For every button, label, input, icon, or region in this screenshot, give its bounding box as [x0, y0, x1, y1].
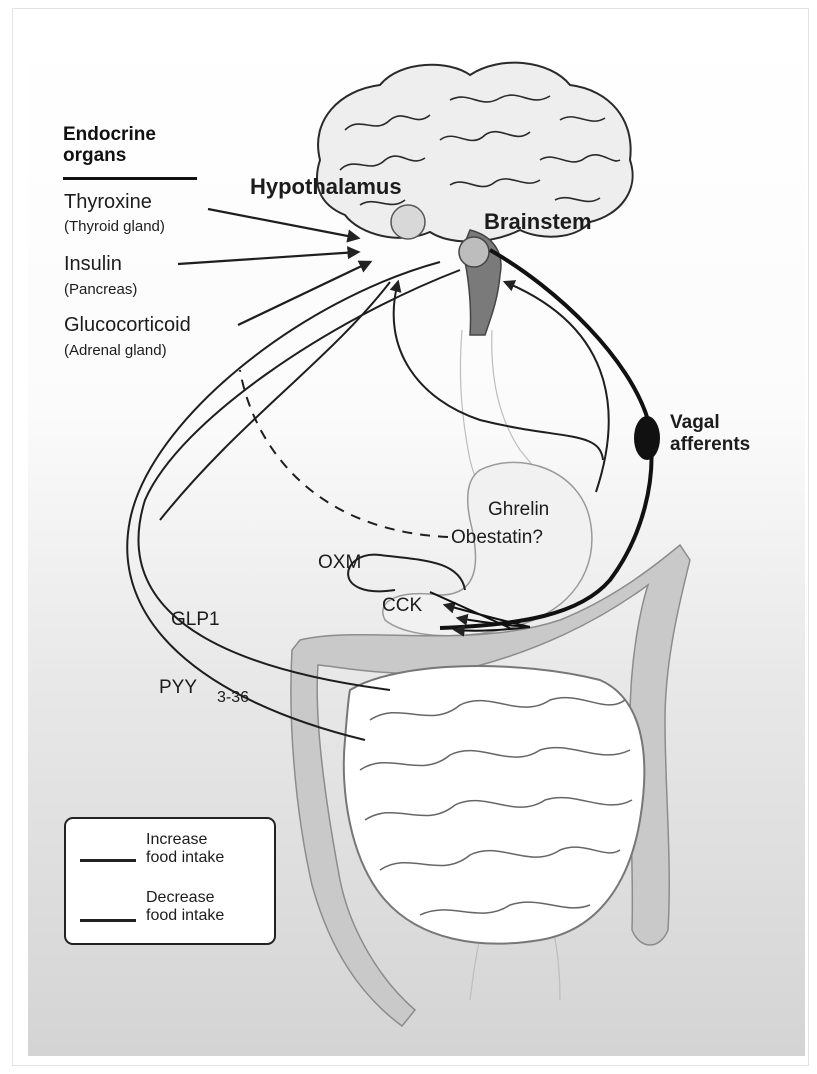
- legend-increase-text: Increase food intake: [146, 831, 224, 868]
- glp1-label: GLP1: [171, 610, 220, 629]
- obestatin-label: Obestatin?: [451, 528, 543, 547]
- glucocorticoid-label: Glucocorticoid: [64, 315, 191, 335]
- ghrelin-label: Ghrelin: [488, 500, 549, 519]
- pyy-subscript: 3-36: [217, 690, 249, 706]
- thyroxine-label: Thyroxine: [64, 192, 152, 212]
- insulin-label: Insulin: [64, 254, 122, 274]
- endocrine-heading: Endocrine organs: [63, 125, 156, 167]
- legend-box: Increase food intake Decrease food intak…: [64, 817, 276, 945]
- hypothalamus-label: Hypothalamus: [250, 176, 402, 198]
- cck-label: CCK: [382, 596, 422, 615]
- endocrine-heading-rule: [63, 177, 197, 180]
- legend-increase-line: [80, 859, 136, 862]
- thyroid-gland-label: (Thyroid gland): [64, 219, 165, 234]
- oxm-label: OXM: [318, 553, 361, 572]
- small-intestine-shape: [344, 666, 645, 944]
- vagal-ganglion: [634, 416, 660, 460]
- adrenal-gland-label: (Adrenal gland): [64, 343, 167, 358]
- legend-decrease-text: Decrease food intake: [146, 889, 224, 926]
- legend-decrease-line: [80, 919, 136, 922]
- vagal-afferents-label: Vagal afferents: [670, 412, 750, 456]
- pyy-label: PYY: [159, 678, 197, 697]
- obestatin-dashed-path: [240, 370, 448, 537]
- pancreas-label: (Pancreas): [64, 282, 137, 297]
- brainstem-label: Brainstem: [484, 211, 592, 233]
- endocrine-arrows: [178, 209, 370, 325]
